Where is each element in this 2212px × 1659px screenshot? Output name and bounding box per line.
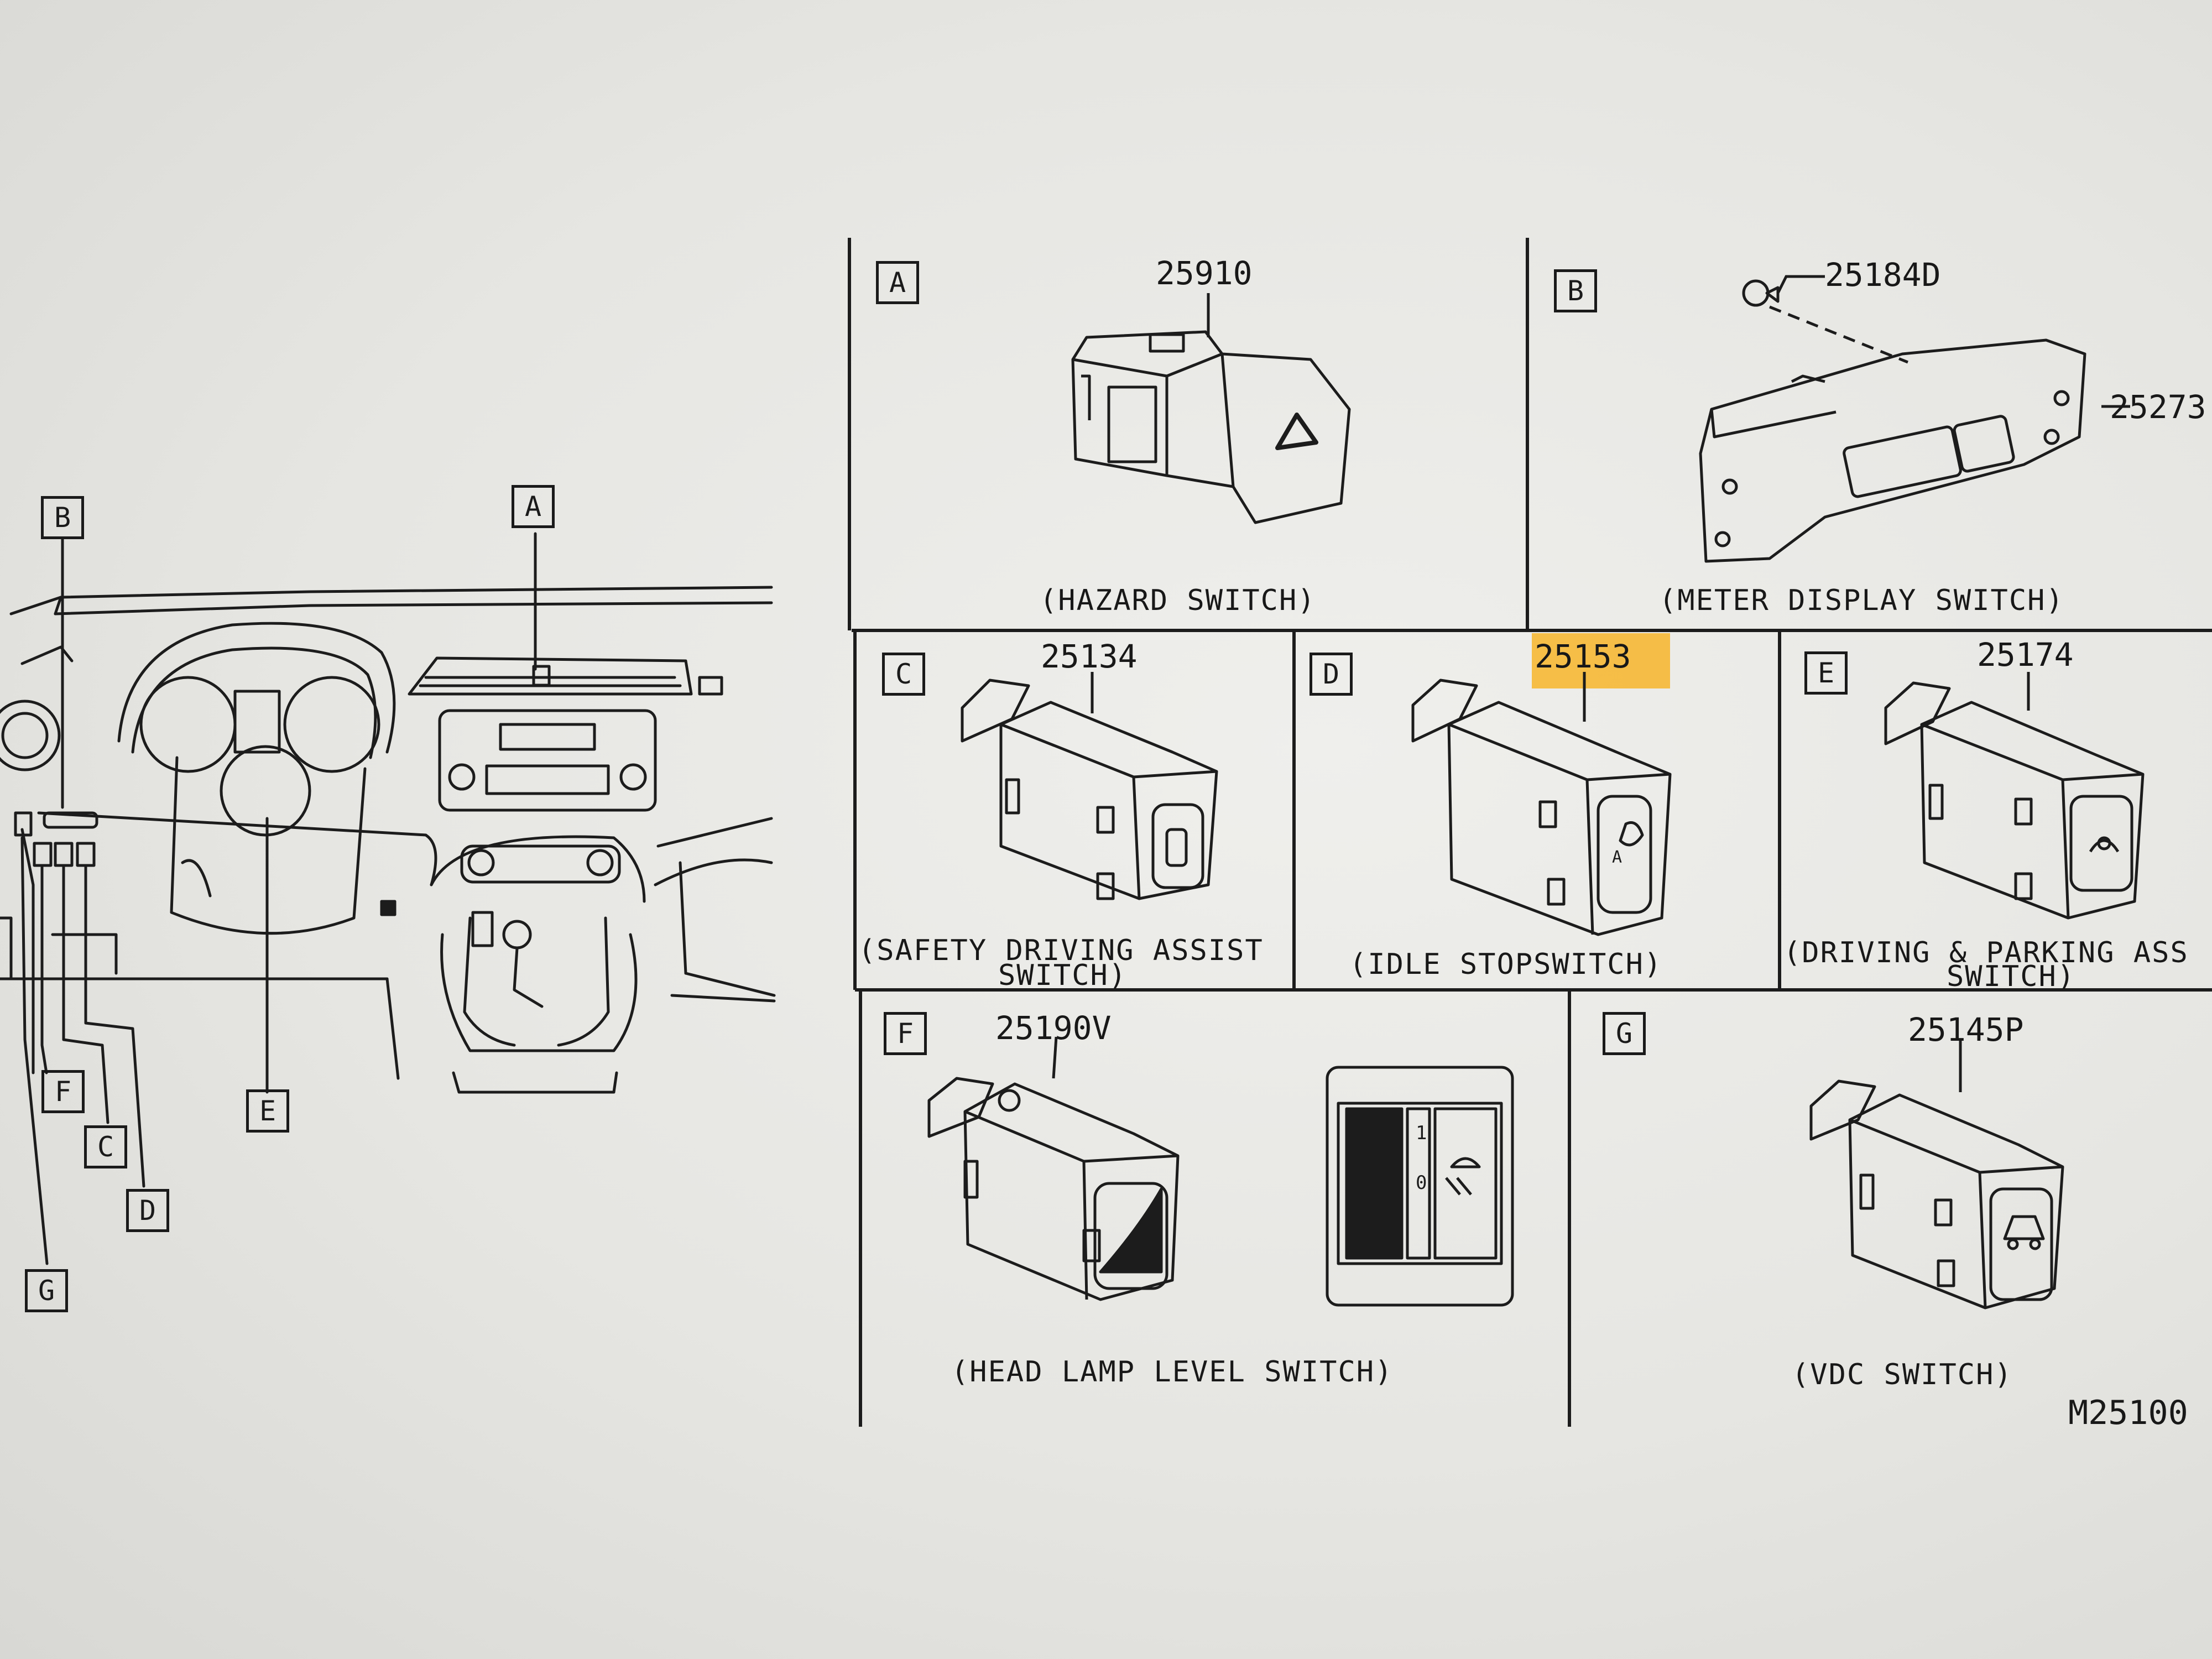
part-number-f: 25190V	[995, 1009, 1112, 1047]
safety-driving-assist-switch-drawing	[961, 679, 1218, 900]
panel-f-letter: F	[884, 1012, 927, 1055]
svg-text:A: A	[1612, 848, 1622, 867]
callout-c: C	[84, 1125, 127, 1168]
part-number-b-bolt: 25184D	[1825, 256, 1941, 294]
panel-a-letter: A	[876, 261, 919, 304]
callout-g: G	[25, 1269, 68, 1312]
svg-text:1: 1	[1416, 1122, 1427, 1144]
caption-hazard-switch: (HAZARD SWITCH)	[1040, 584, 1316, 617]
svg-text:0: 0	[1416, 1172, 1427, 1194]
vdc-switch-drawing	[1809, 1079, 2064, 1310]
caption-driving-parking-assist-line1: (DRIVING & PARKING ASS	[1783, 936, 2189, 969]
part-number-highlight	[1532, 633, 1670, 688]
caption-vdc-switch: (VDC SWITCH)	[1792, 1358, 2013, 1391]
idle-stop-switch-drawing: A	[1411, 679, 1672, 936]
part-number-g: 25145P	[1908, 1011, 2024, 1048]
caption-meter-display-switch: (METER DISPLAY SWITCH)	[1659, 584, 2064, 617]
caption-safety-driving-assist-line1: (SAFETY DRIVING ASSIST	[858, 934, 1264, 967]
panel-c-letter: C	[882, 653, 925, 696]
part-number-e: 25174	[1977, 636, 2074, 674]
part-number-a: 25910	[1156, 254, 1253, 292]
panel-e-letter: E	[1804, 651, 1848, 695]
meter-display-switch-drawing	[1699, 279, 2086, 563]
caption-idle-stop-switch: (IDLE STOPSWITCH)	[1349, 948, 1663, 981]
part-number-c: 25134	[1041, 638, 1138, 675]
caption-head-lamp-level-switch: (HEAD LAMP LEVEL SWITCH)	[951, 1355, 1394, 1389]
head-lamp-level-switch-drawing: 1 0	[927, 1066, 1514, 1307]
panel-d-letter: D	[1310, 653, 1353, 696]
caption-safety-driving-assist-line2: SWITCH)	[998, 959, 1128, 992]
panel-g-letter: G	[1603, 1012, 1646, 1055]
callout-f: F	[41, 1070, 85, 1113]
part-number-b-bracket: 25273	[2110, 388, 2206, 426]
figure-code: M25100	[2068, 1394, 2188, 1432]
panel-b-letter: B	[1554, 269, 1597, 312]
caption-driving-parking-assist-line2: SWITCH)	[1947, 960, 2076, 993]
callout-e: E	[246, 1089, 289, 1133]
callout-d: D	[126, 1189, 169, 1232]
driving-parking-assist-switch-drawing	[1884, 681, 2145, 920]
part-number-d: 25153	[1535, 638, 1631, 675]
callout-b: B	[41, 496, 84, 539]
hazard-switch-drawing	[1071, 330, 1351, 524]
callout-a: A	[512, 485, 555, 528]
